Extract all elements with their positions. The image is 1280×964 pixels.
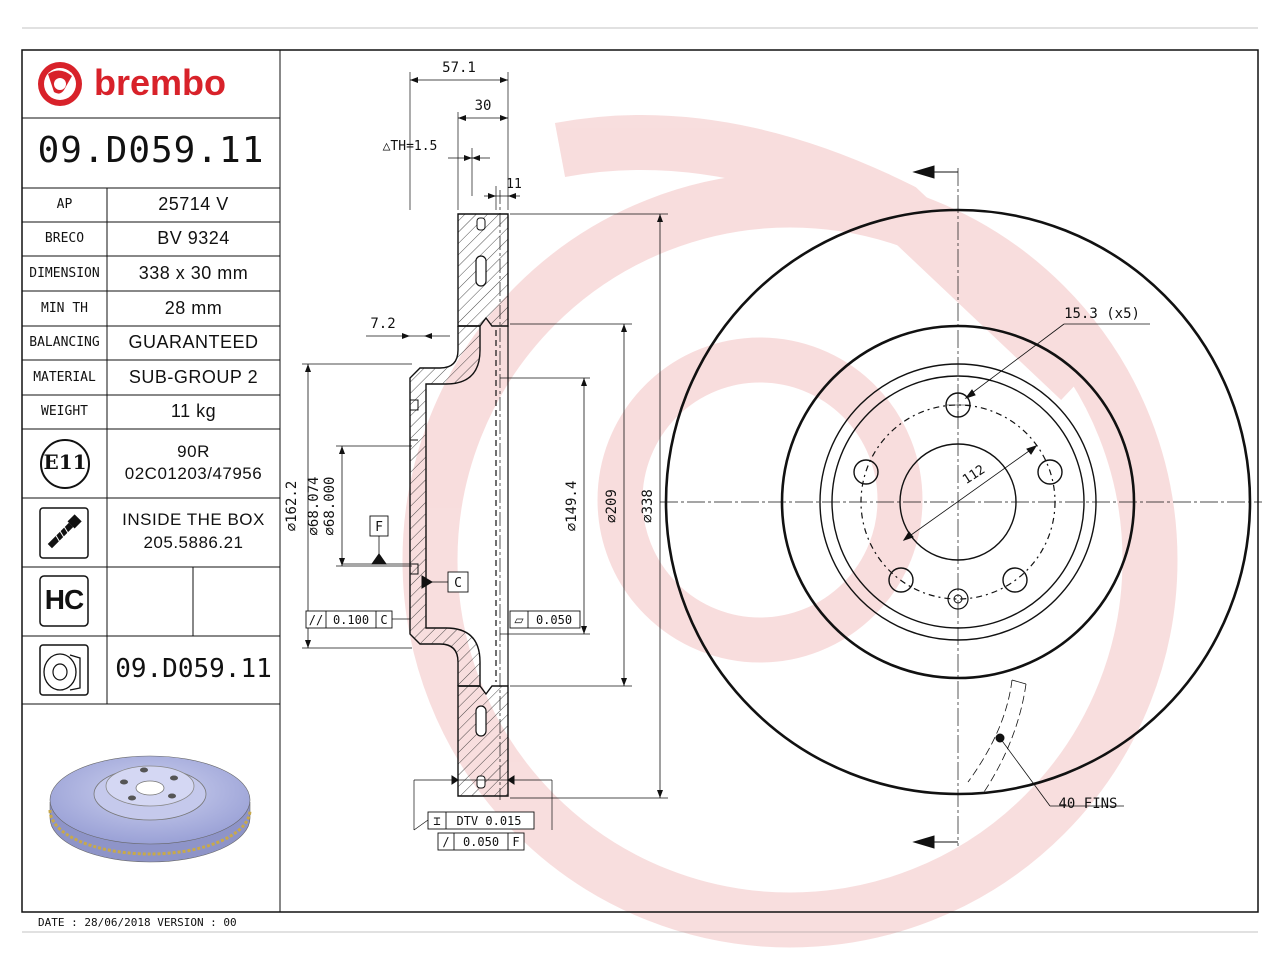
hc-badge-icon (39, 575, 89, 627)
dtv-tolerance: DTV 0.015 (456, 814, 521, 828)
spec-value-dimension: 338 x 30 mm (138, 263, 249, 283)
dimension-arrows (305, 77, 663, 798)
brembo-logo-icon (38, 62, 82, 106)
dim-7-2: 7.2 (370, 316, 395, 332)
brand-name: brembo (94, 62, 227, 103)
disc-render (48, 755, 252, 863)
spec-value-weight: 11 kg (170, 401, 217, 421)
dim-30: 30 (475, 98, 492, 114)
spec-value-material: SUB-GROUP 2 (128, 367, 259, 387)
spec-value-balancing: GUARANTEED (128, 332, 259, 352)
e11-mark-label: E11 (43, 450, 87, 474)
screw-icon (39, 507, 89, 559)
spec-label-min-th: MIN TH (41, 301, 88, 316)
svg-text:/: / (442, 835, 449, 849)
runout-ref: F (512, 835, 519, 849)
dimension-labels: 57.1 30 △TH=1.5 11 7.2 ⌀162.2 ⌀68.074 ⌀6… (284, 60, 1140, 849)
spec-label-balancing: BALANCING (29, 335, 100, 350)
spec-value-min-th: 28 mm (164, 298, 223, 318)
bolt-holes-label: 15.3 (x5) (1064, 306, 1140, 322)
svg-text:⌶: ⌶ (433, 814, 440, 828)
footer-date-version: DATE : 28/06/2018 VERSION : 00 (38, 916, 237, 929)
datum-f: F (375, 520, 383, 535)
inside-box-title: INSIDE THE BOX (122, 510, 265, 529)
spec-label-material: MATERIAL (33, 370, 96, 385)
spec-label-weight: WEIGHT (41, 404, 88, 419)
dim-149-4: ⌀149.4 (564, 481, 580, 532)
dim-338: ⌀338 (640, 489, 656, 523)
brembo-watermark (402, 115, 1178, 948)
spec-value-breco: BV 9324 (157, 228, 230, 248)
e11-mark-icon (40, 439, 90, 489)
disc-part-number: 09.D059.11 (115, 654, 272, 684)
dim-162-2: ⌀162.2 (284, 481, 300, 532)
dim-th: △TH=1.5 (383, 139, 438, 154)
disc-profile-icon (39, 644, 89, 696)
spec-label-dimension: DIMENSION (29, 266, 100, 281)
title-block-grid (21, 49, 281, 913)
tol-flat: 0.050 (536, 613, 572, 627)
dim-57-1: 57.1 (442, 60, 476, 76)
pcd-label: 112 (960, 462, 988, 487)
tol-parallel-ref: C (380, 613, 387, 627)
front-view (660, 165, 1262, 849)
spec-value-ap: 25714 V (158, 194, 229, 214)
homologation-number: 02C01203/47956 (124, 464, 263, 483)
dim-209: ⌀209 (604, 489, 620, 523)
inside-box-number: 205.5886.21 (143, 533, 244, 552)
homologation-regulation: 90R (177, 442, 210, 461)
hc-badge-label: HC (44, 584, 84, 615)
part-number: 09.D059.11 (37, 130, 265, 171)
svg-text:⏥: ⏥ (514, 613, 524, 627)
dim-68-000: ⌀68.000 (322, 476, 338, 535)
dim-11: 11 (506, 177, 522, 192)
runout-tolerance: 0.050 (463, 835, 499, 849)
spec-label-ap: AP (56, 197, 73, 212)
spec-label-breco: BRECO (44, 231, 85, 246)
dim-68-074: ⌀68.074 (306, 476, 322, 535)
fins-label: 40 FINS (1058, 796, 1117, 812)
tol-parallel: 0.100 (333, 613, 369, 627)
svg-text://: // (309, 613, 323, 627)
datum-c: C (454, 576, 462, 591)
section-view (302, 72, 668, 851)
